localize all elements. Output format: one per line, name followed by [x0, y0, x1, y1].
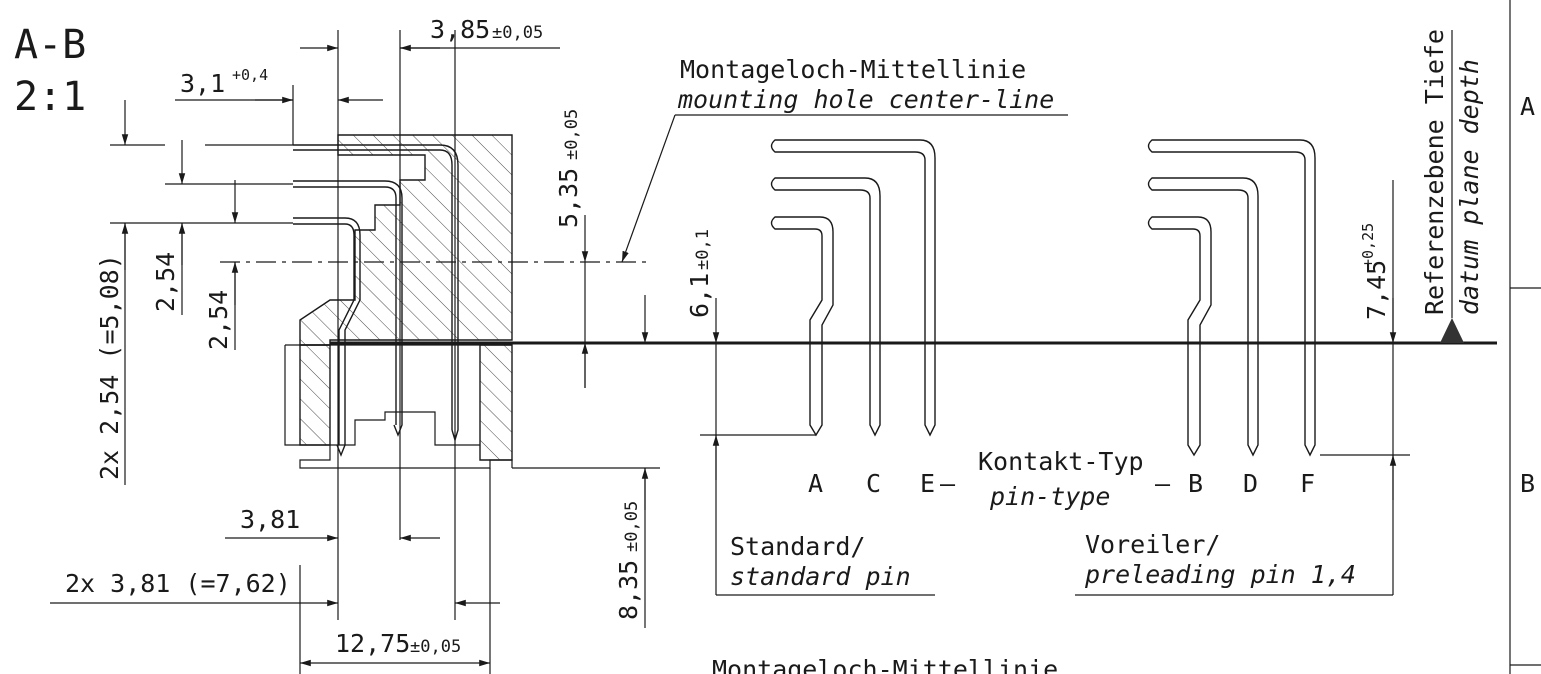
mounting-hole-label-de: Montageloch-Mittellinie — [680, 55, 1026, 84]
dim-3-1: 3,1 — [180, 69, 225, 98]
dim-8-35: 8,35 — [614, 560, 643, 620]
standard-label-de: Standard/ — [730, 532, 865, 561]
mounting-hole-label-bottom: Montageloch-Mittellinie — [712, 655, 1058, 674]
pin-type-b: B — [1188, 469, 1203, 498]
dim-5-35-tol: ±0,05 — [562, 109, 582, 160]
dim-2-54-a: 2,54 — [151, 252, 180, 312]
dim-7-45-tol: +0,25 — [1359, 223, 1377, 268]
dim-2-54-b: 2,54 — [204, 290, 233, 350]
dim-12-75: 12,75 — [335, 629, 410, 658]
pin-type-c: C — [866, 469, 881, 498]
drawing-frame — [1509, 0, 1541, 674]
pin-type-f: F — [1300, 469, 1315, 498]
zone-a-label: A — [1520, 92, 1535, 121]
preleading-label-de: Voreiler/ — [1085, 530, 1220, 559]
dim-6-1-tol: ±0,1 — [693, 229, 713, 270]
zone-b-label: B — [1520, 469, 1535, 498]
dim-5-35: 5,35 — [554, 168, 583, 228]
dim-2x-3-81: 2x 3,81 (=7,62) — [65, 569, 291, 598]
pin-dimension-lines — [700, 30, 1453, 596]
scale-label: 2:1 — [14, 74, 86, 120]
contact-type-de: Kontakt-Typ — [978, 447, 1144, 476]
pin-type-d: D — [1243, 469, 1258, 498]
mounting-hole-leader — [621, 114, 1068, 263]
dim-7-45: 7,45 — [1362, 260, 1391, 320]
pin-type-dash-left: — — [940, 469, 956, 498]
dimension-lines-left — [50, 30, 660, 674]
dim-12-75-tol: ±0,05 — [410, 637, 461, 657]
dim-2x-2-54: 2x 2,54 (=5,08) — [95, 254, 124, 480]
connector-body — [284, 134, 513, 469]
dim-3-85-tol: ±0,05 — [492, 23, 543, 43]
dim-3-81: 3,81 — [240, 505, 300, 534]
dim-8-35-tol: ±0,05 — [622, 501, 642, 552]
dim-6-1: 6,1 — [685, 273, 714, 318]
standard-label-en: standard pin — [730, 562, 911, 591]
pin-type-a: A — [808, 469, 823, 498]
pin-type-e: E — [920, 469, 935, 498]
preleading-label-en: preleading pin 1,4 — [1084, 560, 1356, 589]
datum-label-de: Referenzebene Tiefe — [1420, 29, 1449, 315]
preleading-pins — [1147, 139, 1316, 457]
dim-3-1-tol: +0,4 — [232, 66, 268, 84]
section-label: A-B — [14, 22, 86, 68]
mounting-hole-label-en: mounting hole center-line — [677, 85, 1054, 114]
contact-type-en: pin-type — [989, 482, 1110, 511]
dim-3-85: 3,85 — [430, 15, 490, 44]
datum-label-en: datum plane depth — [1455, 59, 1484, 315]
datum-triangle-icon — [1440, 318, 1464, 343]
standard-pins — [770, 139, 936, 437]
pin-type-dash-right: — — [1155, 469, 1171, 498]
